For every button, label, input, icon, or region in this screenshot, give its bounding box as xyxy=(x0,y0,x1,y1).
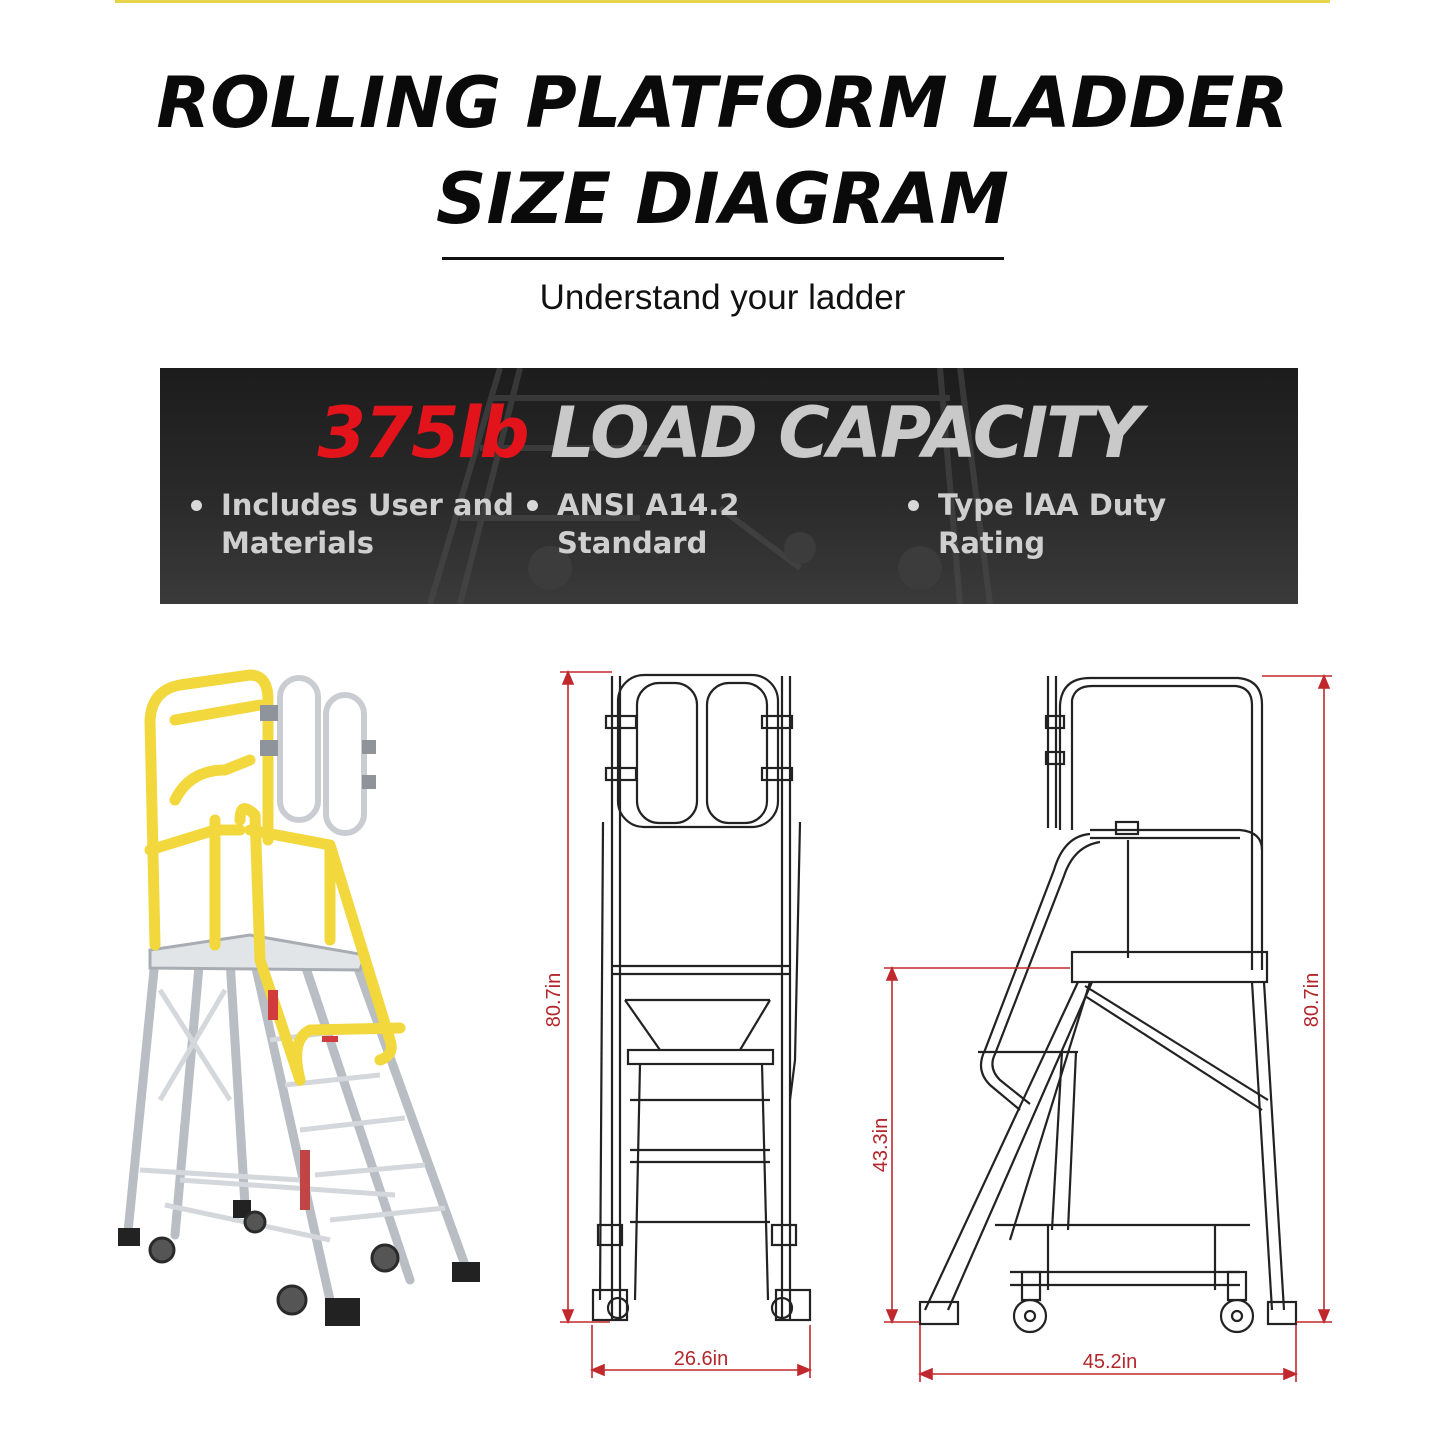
side-view-drawing xyxy=(918,676,1298,1334)
front-height-label: 80.7in xyxy=(543,973,565,1028)
banner-ladder-silhouette xyxy=(427,368,993,604)
top-accent-rule xyxy=(115,0,1330,3)
ladder-3d-illustration xyxy=(118,669,480,1326)
bullet-item: Includes User and Materials xyxy=(191,486,521,562)
ladder-drawings: 80.7in 26.6in xyxy=(118,669,1332,1382)
capacity-headline: 375lb LOAD CAPACITY xyxy=(160,392,1298,474)
bullet-dot-icon xyxy=(527,500,538,511)
bullet-dot-icon xyxy=(908,500,919,511)
page-title-line-2: SIZE DIAGRAM xyxy=(436,158,1009,240)
front-view-drawing xyxy=(591,673,812,1322)
title-underline xyxy=(442,257,1004,260)
load-capacity-banner: 375lb LOAD CAPACITY Includes User and Ma… xyxy=(160,368,1298,604)
bullet-item: ANSI A14.2 Standard xyxy=(527,486,897,562)
bullet-dot-icon xyxy=(191,500,202,511)
side-dimension-lines xyxy=(884,673,1332,1382)
capacity-label: LOAD CAPACITY xyxy=(550,392,1143,474)
capacity-value: 375lb xyxy=(317,392,529,474)
page-title-line-1: ROLLING PLATFORM LADDER xyxy=(156,62,1289,144)
front-dimension-lines xyxy=(560,669,813,1378)
page-subtitle: Understand your ladder xyxy=(539,278,906,317)
platform-height-label: 43.3in xyxy=(870,1118,892,1173)
side-height-label: 80.7in xyxy=(1301,973,1323,1028)
side-depth-label: 45.2in xyxy=(1083,1351,1138,1373)
front-width-label: 26.6in xyxy=(674,1348,729,1370)
bullet-item: Type lAA Duty Rating xyxy=(908,486,1278,562)
